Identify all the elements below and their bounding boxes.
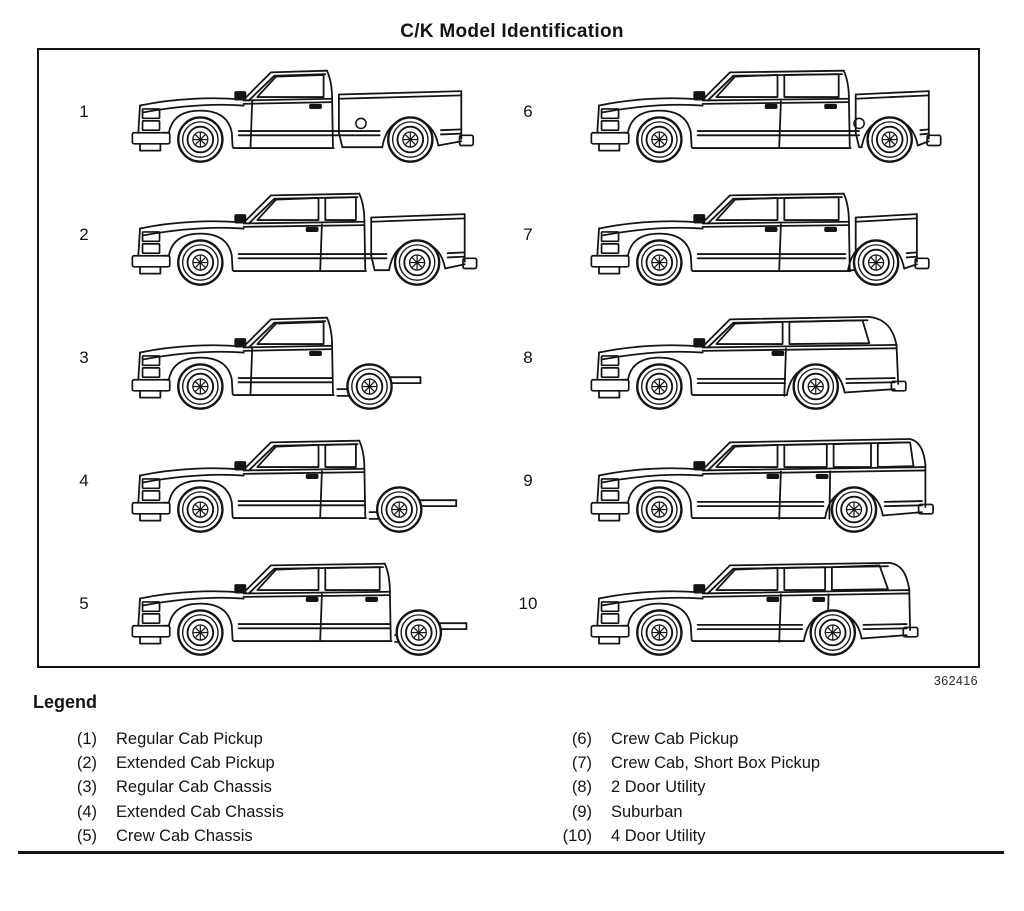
vehicle-row-2: 2 (67, 173, 509, 296)
legend-item-label: 4 Door Utility (611, 826, 706, 845)
vehicle-number: 4 (79, 471, 89, 491)
legend-item-label: Suburban (611, 802, 683, 821)
vehicle-row-10: 10 (511, 543, 978, 666)
legend-item: (1) Regular Cab Pickup (51, 727, 546, 751)
legend-item-number: (6) (571, 730, 592, 748)
vehicle-number: 9 (523, 471, 533, 491)
vehicle-number: 3 (79, 348, 89, 367)
legend-item: (8) 2 Door Utility (546, 775, 1024, 799)
legend-item-label: Crew Cab Pickup (611, 730, 739, 748)
legend-item-number: (5) (76, 826, 97, 845)
vehicle-number: 8 (523, 348, 533, 367)
legend-item: (7) Crew Cab, Short Box Pickup (546, 751, 1024, 775)
vehicle-row-6: 6 (511, 50, 978, 173)
vehicle-row-8: 8 (511, 296, 978, 419)
vehicle-number: 2 (79, 224, 89, 244)
legend-heading: Legend (33, 692, 98, 712)
extended-cab-pickup-illustration (131, 193, 478, 287)
legend-item-number: (9) (571, 802, 592, 821)
legend-column-right: (6) Crew Cab Pickup (7) Crew Cab, Short Box… (546, 727, 1024, 848)
legend-item: (9) Suburban (546, 800, 1024, 824)
extended-cab-chassis-illustration (131, 439, 458, 533)
legend-item-label: Extended Cab Pickup (116, 754, 275, 773)
legend-item-number: (10) (562, 826, 592, 845)
legend-column-left: (1) Regular Cab Pickup (2) Extended Cab Pic… (51, 727, 546, 848)
vehicle-row-5: 5 (67, 543, 509, 666)
vehicle-number: 1 (79, 101, 89, 121)
vehicle-row-3: 3 (67, 296, 509, 419)
figure-frame: 1 2 3 4 5 6 7 8 9 10 (37, 48, 980, 668)
crew-cab-short-box-pickup-illustration (590, 193, 930, 287)
vehicle-row-7: 7 (511, 173, 978, 296)
vehicle-number: 7 (523, 224, 533, 244)
legend-item-label: Crew Cab Chassis (116, 826, 253, 845)
crew-cab-pickup-illustration (590, 69, 942, 163)
figure-column-right: 6 7 8 9 10 (509, 50, 978, 666)
figure-column-left: 1 2 3 4 5 (39, 50, 509, 666)
vehicle-number: 6 (523, 101, 533, 121)
legend-item-label: 2 Door Utility (611, 778, 706, 797)
legend-item-number: (7) (571, 754, 592, 773)
legend-item-number: (4) (76, 802, 97, 821)
page-title: C/K Model Identification (400, 21, 624, 42)
vehicle-row-9: 9 (511, 420, 978, 543)
regular-cab-pickup-illustration (131, 69, 475, 163)
two-door-utility-illustration (590, 315, 907, 410)
legend-item: (5) Crew Cab Chassis (51, 824, 546, 848)
legend-item-number: (2) (76, 754, 97, 773)
legend-item-label: Regular Cab Pickup (116, 730, 263, 748)
legend-item-number: (1) (76, 730, 97, 748)
legend: (1) Regular Cab Pickup (2) Extended Cab Pic… (0, 727, 1024, 848)
crew-cab-chassis-illustration (131, 562, 468, 656)
vehicle-row-4: 4 (67, 420, 509, 543)
regular-cab-chassis-illustration (131, 316, 422, 410)
figure-number: 362416 (933, 674, 978, 688)
legend-item: (2) Extended Cab Pickup (51, 751, 546, 775)
bottom-divider (18, 851, 1004, 854)
legend-item: (3) Regular Cab Chassis (51, 775, 546, 799)
legend-item-number: (3) (76, 778, 97, 797)
legend-item-label: Regular Cab Chassis (116, 778, 272, 797)
vehicle-number: 10 (518, 594, 538, 614)
legend-item-number: (8) (571, 778, 592, 797)
vehicle-number: 5 (79, 594, 89, 614)
legend-item-label: Crew Cab, Short Box Pickup (611, 754, 821, 773)
legend-item: (4) Extended Cab Chassis (51, 800, 546, 824)
vehicle-row-1: 1 (67, 50, 509, 173)
four-door-utility-illustration (590, 561, 919, 656)
legend-item: (6) Crew Cab Pickup (546, 727, 1024, 751)
legend-item: (10) 4 Door Utility (546, 824, 1024, 848)
suburban-illustration (590, 437, 934, 533)
legend-item-label: Extended Cab Chassis (116, 802, 284, 821)
